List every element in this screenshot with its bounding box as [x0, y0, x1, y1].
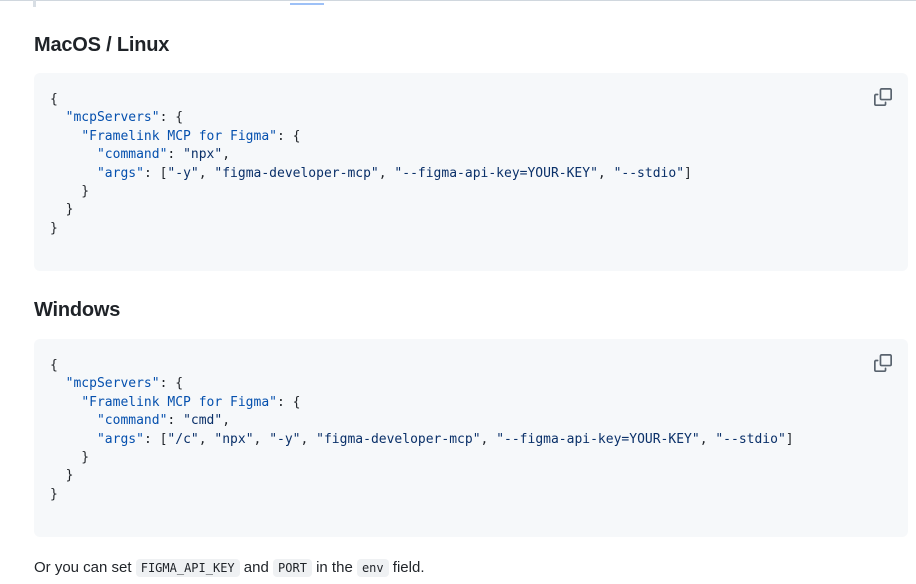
code-punct: : [ [143, 165, 168, 181]
code-string: "--figma-api-key=YOUR-KEY" [496, 431, 700, 447]
code-punct: } [50, 183, 90, 199]
code-punct: : { [159, 110, 184, 126]
code-key: "mcpServers" [65, 376, 160, 392]
heading-macos-linux: MacOS / Linux [34, 34, 170, 56]
code-punct [50, 166, 97, 181]
code-key: "Framelink MCP for Figma" [81, 394, 277, 410]
code-line: "args": ["/c", "npx", "-y", "figma-devel… [50, 431, 892, 449]
code-string: "cmd" [183, 413, 223, 429]
code-punct: } [50, 468, 74, 484]
code-punct: { [50, 92, 58, 107]
code-punct: , [378, 165, 395, 181]
code-key: "args" [96, 431, 144, 447]
code-string: "npx" [214, 431, 254, 447]
code-punct [50, 376, 66, 391]
code-punct [50, 413, 97, 428]
code-string: "-y" [269, 431, 301, 447]
code-punct: , [198, 431, 215, 447]
code-punct: ] [785, 431, 794, 447]
env-note-text: and [239, 559, 274, 576]
code-punct: } [50, 220, 58, 236]
code-line: "Framelink MCP for Figma": { [50, 394, 892, 412]
code-line: } [50, 201, 892, 219]
code-string: "--stdio" [613, 165, 685, 181]
code-punct: , [597, 165, 614, 181]
code-line: } [50, 220, 892, 238]
code-line: { [50, 91, 892, 109]
copy-icon[interactable] [874, 88, 892, 106]
code-punct: , [300, 431, 317, 447]
code-punct: : { [159, 376, 184, 392]
code-line: "Framelink MCP for Figma": { [50, 128, 892, 146]
code-line: } [50, 467, 892, 485]
copy-icon[interactable] [874, 354, 892, 372]
code-key: "args" [96, 165, 144, 181]
env-note-text: field. [388, 559, 425, 576]
code-punct: , [198, 165, 215, 181]
code-punct [50, 432, 97, 447]
code-line: "mcpServers": { [50, 375, 892, 393]
blockquote-edge [33, 0, 36, 7]
env-note: Or you can set FIGMA_API_KEY and PORT in… [34, 557, 425, 579]
code-punct: : { [276, 394, 301, 410]
code-punct: ] [684, 165, 692, 181]
code-punct: } [50, 449, 90, 465]
code-line: { [50, 357, 892, 375]
code-punct: , [222, 413, 231, 429]
code-punct: } [50, 202, 74, 218]
code-punct: { [50, 358, 58, 373]
code-key: "Framelink MCP for Figma" [81, 128, 277, 144]
code-punct: , [222, 147, 231, 163]
code-key: "command" [96, 413, 168, 429]
code-punct [50, 147, 97, 162]
code-line: "command": "cmd", [50, 412, 892, 430]
code-content: { "mcpServers": { "Framelink MCP for Fig… [34, 73, 908, 254]
code-line: "mcpServers": { [50, 109, 892, 127]
code-punct [50, 395, 81, 410]
code-punct: : [ [143, 431, 168, 447]
code-string: "--figma-api-key=YOUR-KEY" [394, 165, 598, 181]
code-punct: , [253, 431, 270, 447]
code-punct: , [699, 431, 716, 447]
code-line: } [50, 183, 892, 201]
env-note-text: Or you can set [34, 559, 136, 576]
code-block-windows: { "mcpServers": { "Framelink MCP for Fig… [34, 339, 908, 537]
code-punct: } [50, 486, 58, 502]
inline-code-port: PORT [273, 559, 312, 577]
code-line: "args": ["-y", "figma-developer-mcp", "-… [50, 165, 892, 183]
heading-windows: Windows [34, 299, 121, 321]
env-note-text: in the [311, 559, 357, 576]
inline-code-figma-api-key: FIGMA_API_KEY [135, 559, 240, 577]
code-string: "/c" [167, 431, 199, 447]
code-punct: : [167, 147, 184, 163]
code-string: "-y" [167, 165, 199, 181]
code-punct: : [167, 413, 184, 429]
code-punct: , [480, 431, 497, 447]
code-content: { "mcpServers": { "Framelink MCP for Fig… [34, 339, 908, 520]
code-punct [50, 110, 66, 125]
code-key: "mcpServers" [65, 110, 160, 126]
link-underline [290, 3, 324, 5]
code-line: "command": "npx", [50, 146, 892, 164]
code-string: "figma-developer-mcp" [316, 431, 481, 447]
code-string: "figma-developer-mcp" [214, 165, 379, 181]
code-key: "command" [96, 147, 168, 163]
code-string: "npx" [183, 147, 223, 163]
inline-code-env: env [356, 559, 389, 577]
code-line: } [50, 449, 892, 467]
code-block-macos-linux: { "mcpServers": { "Framelink MCP for Fig… [34, 73, 908, 271]
code-string: "--stdio" [715, 431, 786, 447]
top-divider [0, 0, 916, 1]
code-punct [50, 129, 81, 144]
code-line: } [50, 486, 892, 504]
code-punct: : { [276, 128, 301, 144]
